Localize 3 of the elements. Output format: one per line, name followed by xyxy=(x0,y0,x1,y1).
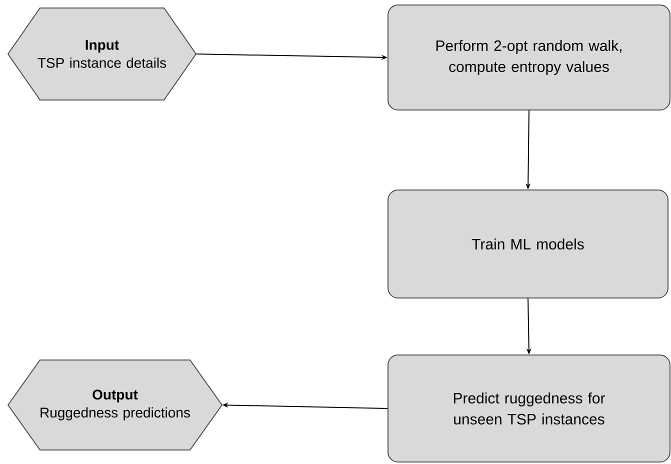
process-box: Train ML models xyxy=(388,190,668,298)
process-box: Predict ruggedness for unseen TSP instances xyxy=(388,354,670,462)
process-box: Perform 2-opt random walk, compute entropy values xyxy=(388,4,670,110)
